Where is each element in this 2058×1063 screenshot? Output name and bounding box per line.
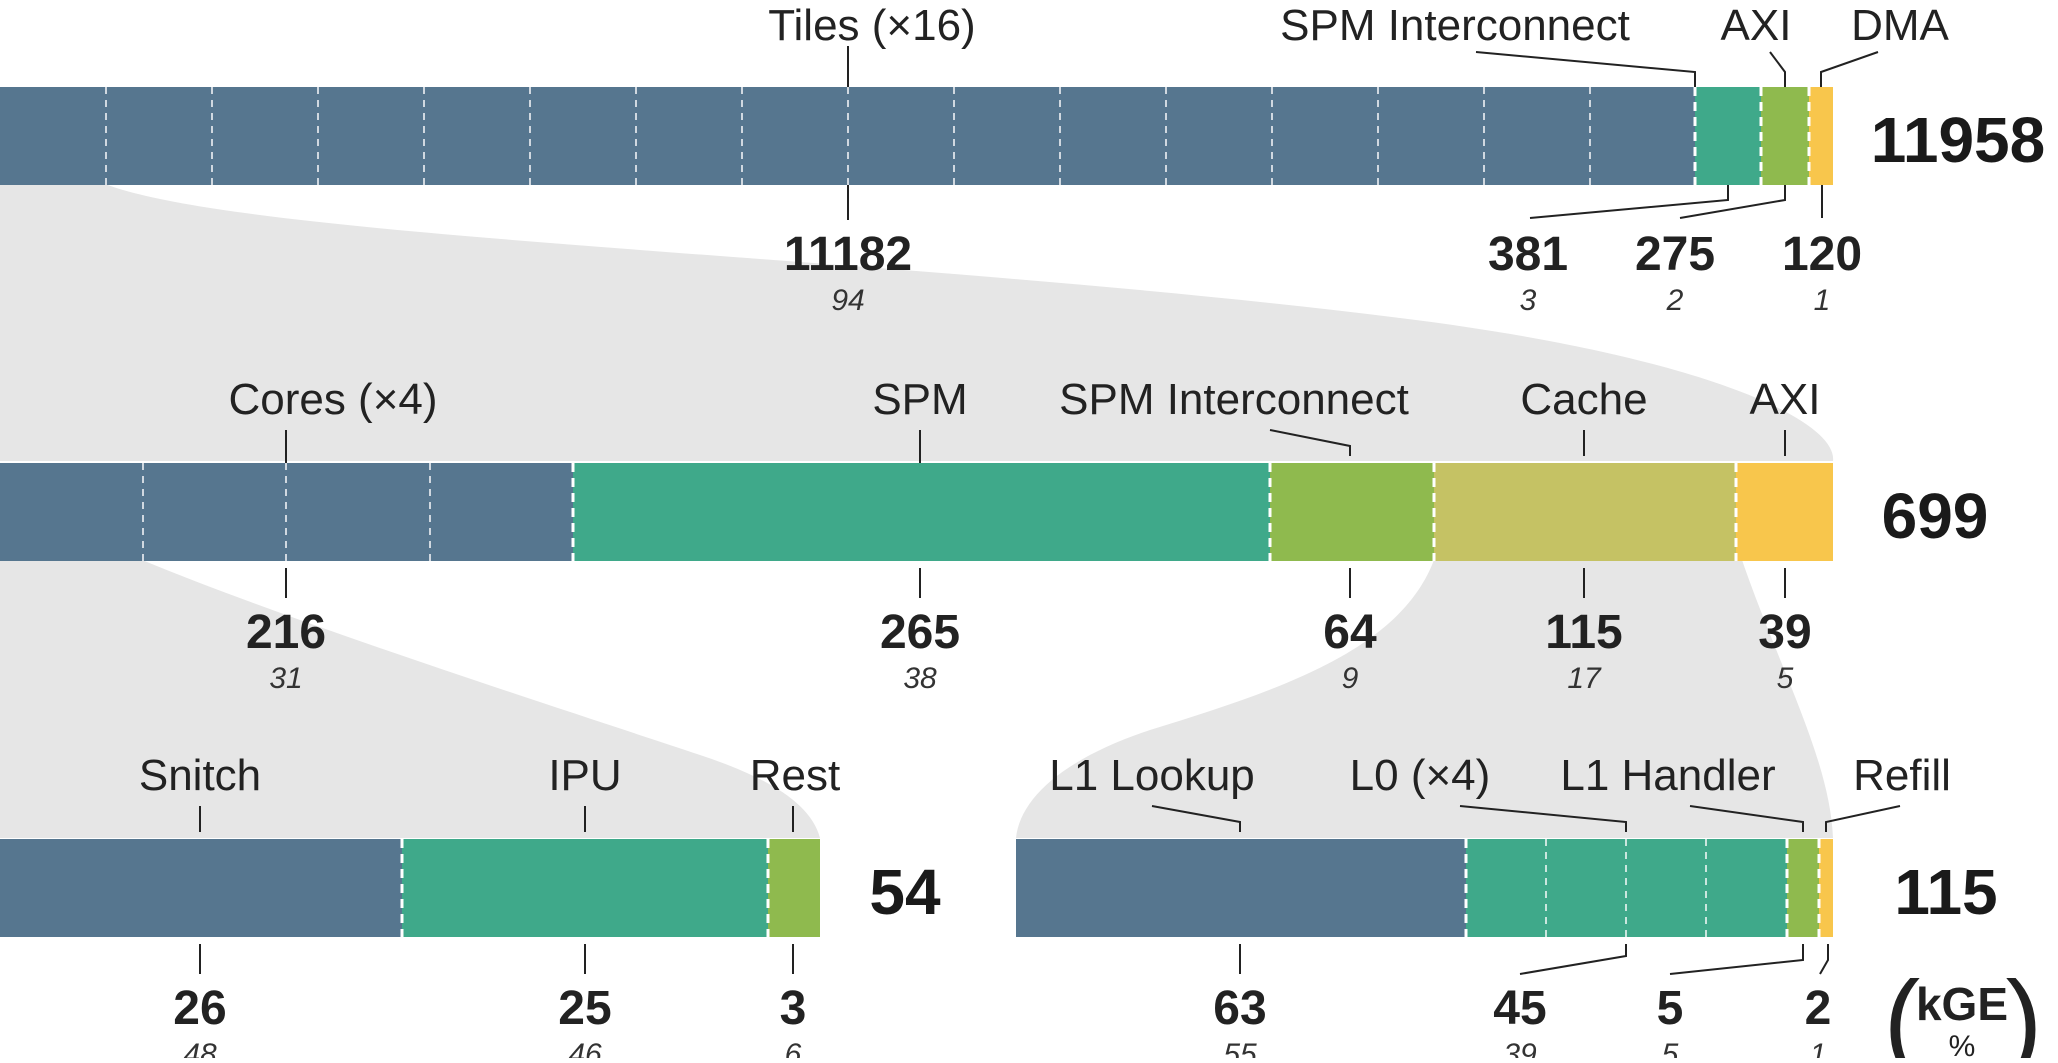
bar-cache-connectors <box>1151 805 1901 975</box>
label-axi: AXI <box>1721 1 1792 50</box>
pct-dma: 1 <box>1814 284 1831 317</box>
value-axi: 39 <box>1758 606 1811 659</box>
expansion-band-tile <box>0 184 1834 461</box>
segment-refill <box>1819 839 1833 937</box>
total-top: 11958 <box>1871 104 2045 176</box>
bar-core-texts: Snitch IPU Rest 26 25 3 48 46 6 54 <box>139 751 941 1063</box>
segment-cache <box>1434 463 1736 561</box>
label-cache: Cache <box>1520 375 1647 424</box>
bar-tile-segments <box>0 463 1833 561</box>
label-rest: Rest <box>750 751 840 800</box>
segment-spm-interconnect <box>1270 463 1434 561</box>
bar-cache-dividers <box>1464 839 1821 937</box>
segment-rest <box>768 839 820 937</box>
bar-cache-texts: L1 Lookup L0 (×4) L1 Handler Refill 63 4… <box>1049 751 1997 1063</box>
bar-top-connectors <box>847 46 1879 220</box>
pct-snitch: 48 <box>183 1038 217 1058</box>
pct-axi: 5 <box>1777 662 1794 695</box>
segment-l1-handler <box>1787 839 1819 937</box>
value-spm-interconnect: 64 <box>1323 606 1377 659</box>
label-spm-interconnect: SPM Interconnect <box>1280 1 1630 50</box>
value-spm-interconnect: 381 <box>1488 228 1568 281</box>
label-l0: L0 (×4) <box>1350 751 1491 800</box>
value-l1-lookup: 63 <box>1213 982 1266 1035</box>
unit-paren-open: ( <box>1884 959 1921 1058</box>
bar-tile-dividers <box>142 463 1738 561</box>
value-l1-handler: 5 <box>1657 982 1684 1035</box>
pct-cache: 17 <box>1567 662 1602 695</box>
expansion-band-cache <box>1016 560 1833 838</box>
label-tiles: Tiles (×16) <box>768 1 975 50</box>
pct-tiles: 94 <box>831 284 864 317</box>
expansion-band-core <box>0 560 820 838</box>
unit-paren-close: ) <box>2006 959 2043 1058</box>
total-cache: 115 <box>1894 856 1997 928</box>
segment-spm <box>573 463 1270 561</box>
value-tiles: 11182 <box>784 228 912 281</box>
pct-rest: 6 <box>785 1038 802 1058</box>
bar-cache-segments <box>1016 839 1833 937</box>
label-cores: Cores (×4) <box>228 375 437 424</box>
bar-tile-connectors <box>285 429 1786 598</box>
segment-snitch <box>0 839 402 937</box>
bar-core-connectors <box>199 806 794 974</box>
value-l0: 45 <box>1493 982 1546 1035</box>
unit-pct-label: % <box>1949 1030 1976 1058</box>
label-dma: DMA <box>1851 1 1949 50</box>
label-refill: Refill <box>1853 751 1951 800</box>
value-cores: 216 <box>246 606 326 659</box>
pct-spm-interconnect: 9 <box>1342 662 1359 695</box>
total-core: 54 <box>869 856 941 928</box>
label-ipu: IPU <box>548 751 621 800</box>
segment-axi <box>1736 463 1833 561</box>
segment-dma <box>1809 87 1833 185</box>
pct-axi: 2 <box>1666 284 1684 317</box>
bar-tile-texts: Cores (×4) SPM SPM Interconnect Cache AX… <box>228 375 1988 695</box>
pct-l1-lookup: 55 <box>1223 1038 1257 1058</box>
segment-axi <box>1761 87 1809 185</box>
label-l1-handler: L1 Handler <box>1560 751 1775 800</box>
segment-spm-interconnect <box>1695 87 1761 185</box>
value-dma: 120 <box>1782 228 1862 281</box>
value-axi: 275 <box>1635 228 1715 281</box>
pct-cores: 31 <box>269 662 302 695</box>
label-axi: AXI <box>1750 375 1821 424</box>
segment-l1-lookup <box>1016 839 1466 937</box>
value-rest: 3 <box>780 982 807 1035</box>
value-cache: 115 <box>1545 606 1622 659</box>
pct-spm-interconnect: 3 <box>1520 284 1537 317</box>
bar-top-tile-dividers <box>105 87 1811 185</box>
bar-core-segments <box>0 839 820 937</box>
pct-ipu: 46 <box>568 1038 602 1058</box>
unit-label: kGE <box>1916 978 2008 1030</box>
bar-top-segments <box>0 87 1833 185</box>
label-spm-interconnect: SPM Interconnect <box>1059 375 1409 424</box>
value-refill: 2 <box>1805 982 1832 1035</box>
bar-core-dividers <box>400 839 770 937</box>
segment-ipu <box>402 839 768 937</box>
label-spm: SPM <box>872 375 967 424</box>
unit-legend: ( kGE % ) <box>1884 959 2043 1063</box>
pct-l0: 39 <box>1503 1038 1537 1058</box>
label-l1-lookup: L1 Lookup <box>1049 751 1255 800</box>
bar-top-texts: Tiles (×16) SPM Interconnect AXI DMA 111… <box>768 1 2045 317</box>
pct-refill: 1 <box>1810 1038 1827 1058</box>
label-snitch: Snitch <box>139 751 261 800</box>
value-spm: 265 <box>880 606 960 659</box>
pct-l1-handler: 5 <box>1662 1038 1679 1058</box>
pct-spm: 38 <box>903 662 937 695</box>
value-snitch: 26 <box>173 982 226 1035</box>
value-ipu: 25 <box>558 982 611 1035</box>
total-tile: 699 <box>1882 480 1989 552</box>
